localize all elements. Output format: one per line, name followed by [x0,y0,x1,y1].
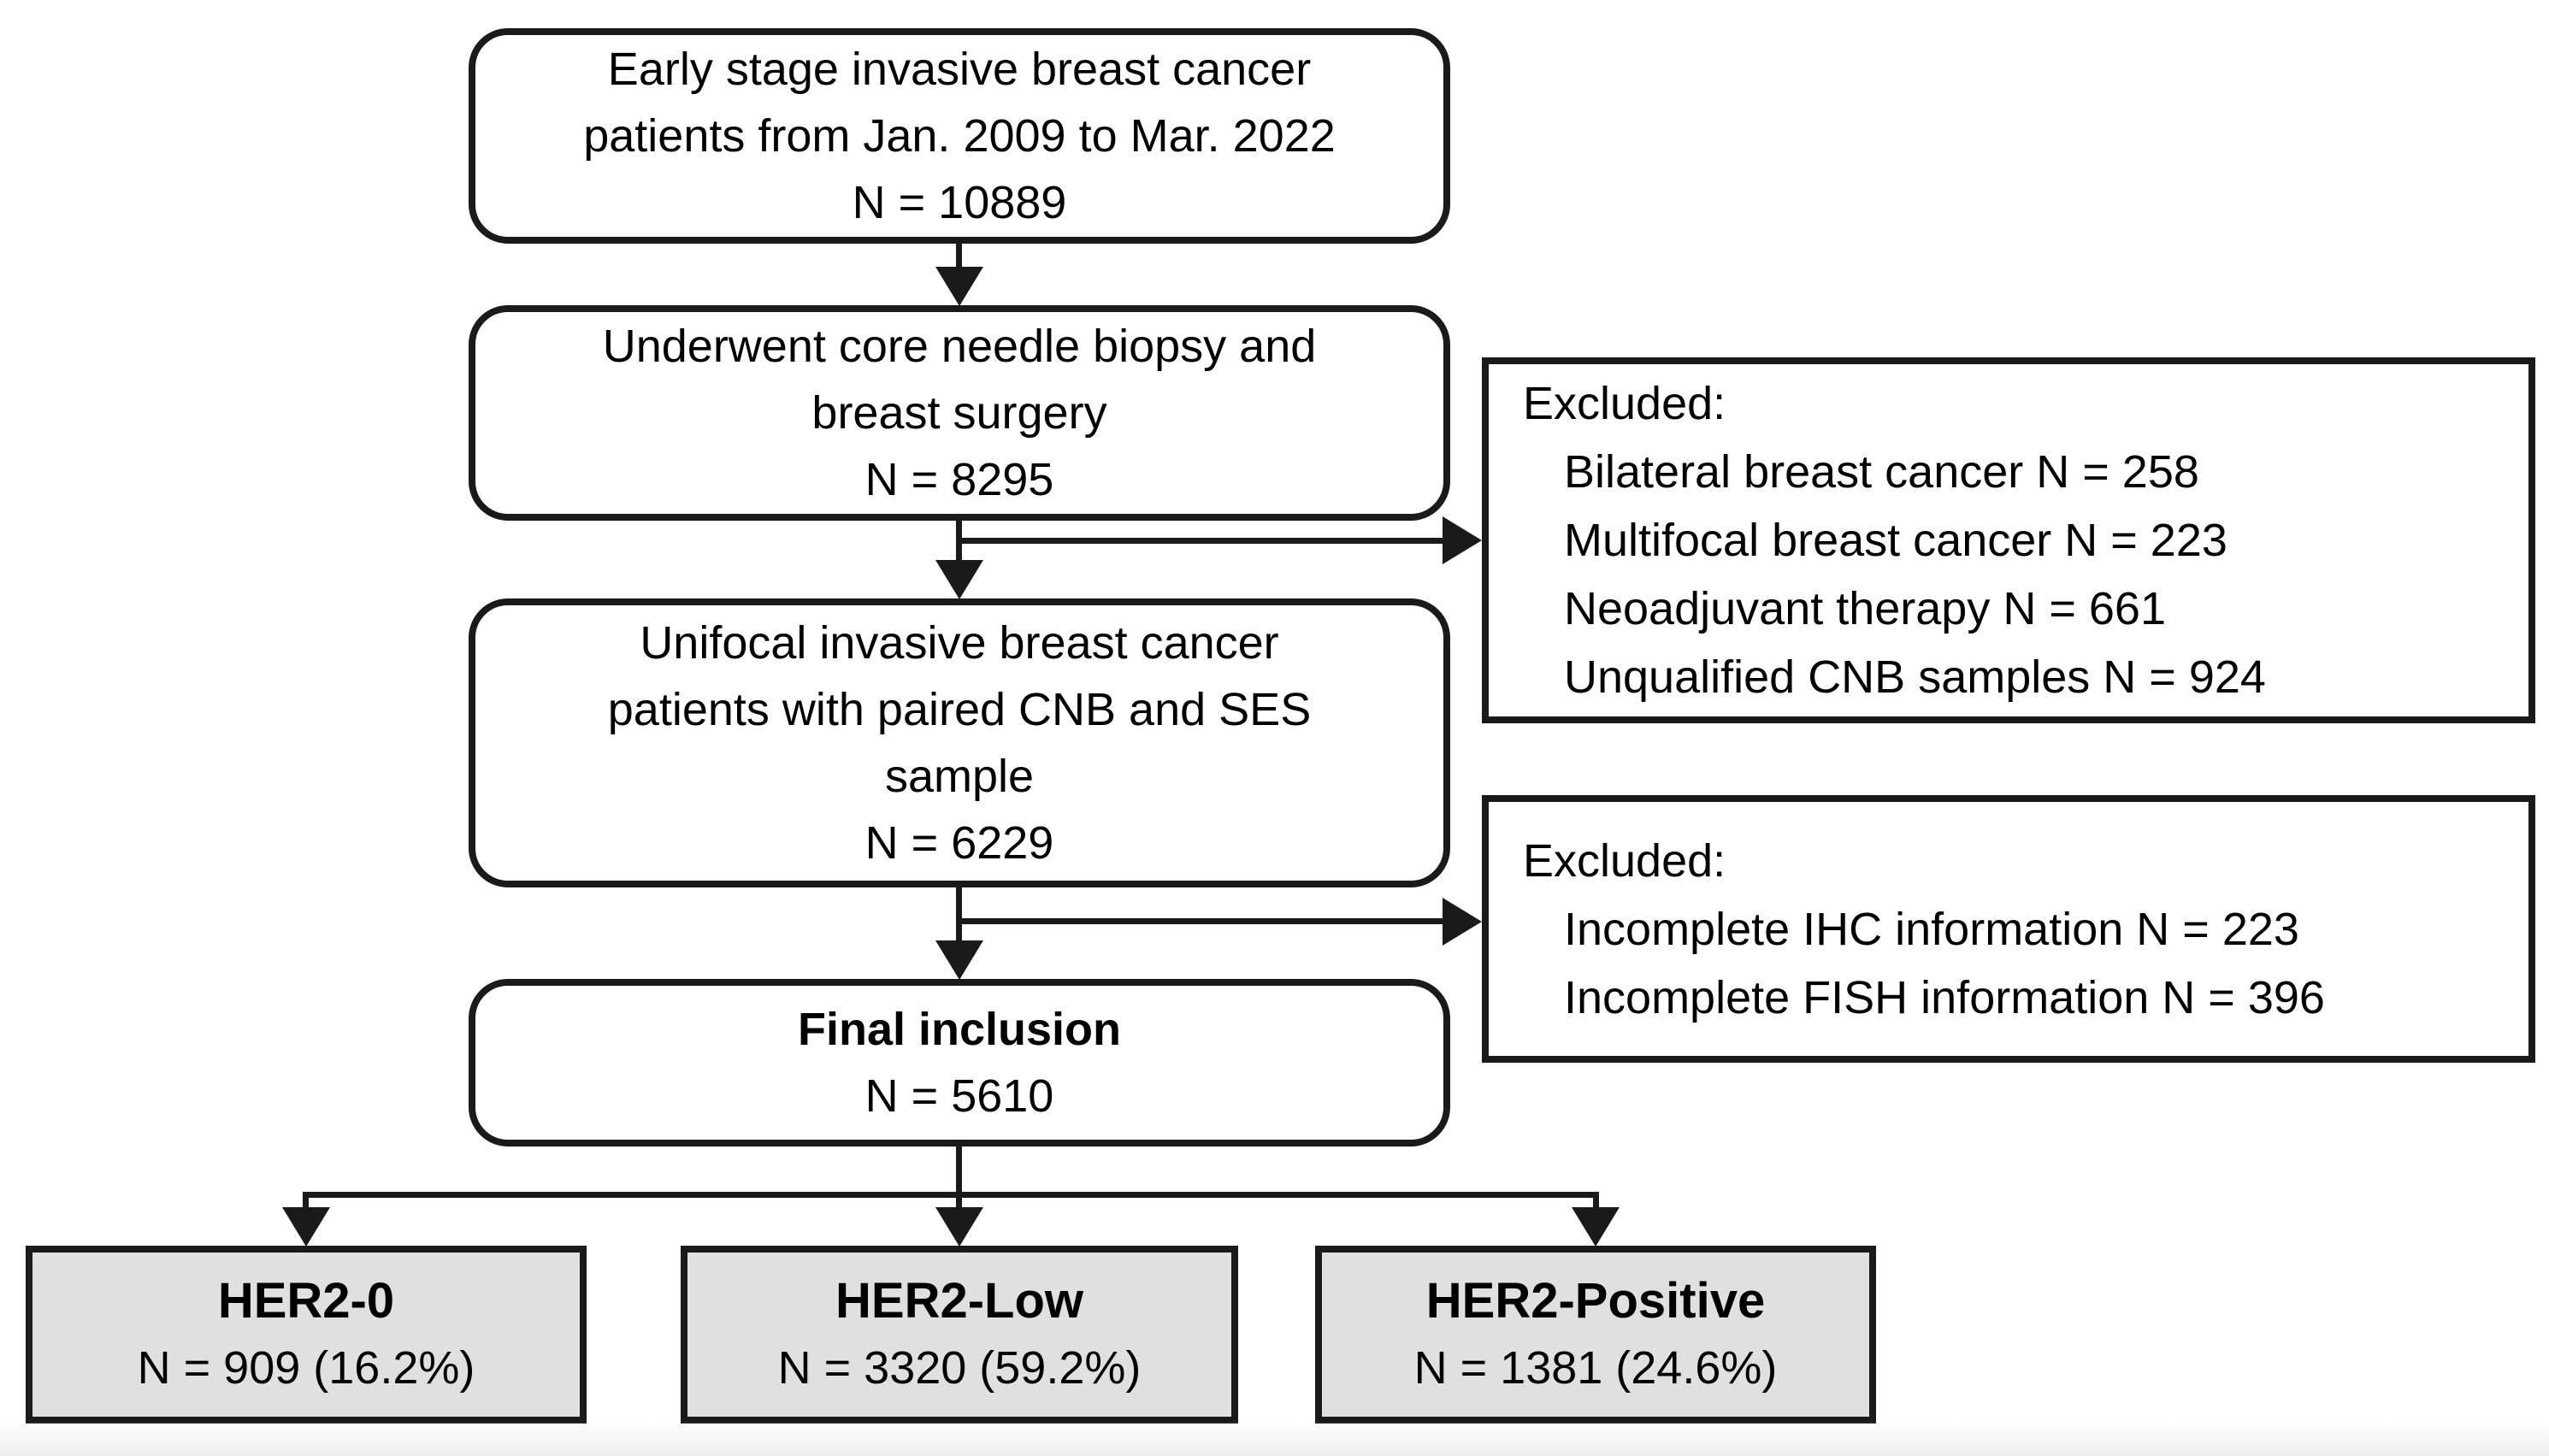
node-her2-low: HER2-Low N = 3320 (59.2%) [681,1246,1238,1424]
node-count: N = 8295 [864,454,1054,505]
node-unifocal: Unifocal invasive breast cancer patients… [469,598,1450,887]
excluded-item: Bilateral breast cancer N = 258 [1564,446,2199,498]
arrowhead-down-icon [935,267,983,306]
arrowhead-down-icon [935,1207,983,1247]
node-cnb-surgery: Underwent core needle biopsy and breast … [469,305,1450,521]
node-her2-0: HER2-0 N = 909 (16.2%) [26,1246,587,1424]
excluded-item: Multifocal breast cancer N = 223 [1564,515,2227,566]
connector-split-mid [956,1195,962,1211]
connector-initial-to-cnb [956,240,962,271]
arrowhead-down-icon [935,940,983,980]
connector-split-left [303,1195,309,1211]
node-excluded-1: Excluded: Bilateral breast cancer N = 25… [1482,357,2535,723]
arrowhead-down-icon [282,1207,330,1247]
connector-unifocal-to-final [956,886,962,944]
arrowhead-down-icon [935,560,983,599]
node-title: HER2-Positive [1425,1273,1766,1329]
excluded-item: Incomplete FISH information N = 396 [1564,971,2325,1023]
node-initial-cohort: Early stage invasive breast cancer patie… [469,28,1450,244]
excluded-item: Neoadjuvant therapy N = 661 [1564,583,2166,634]
node-text-line: breast surgery [811,387,1107,439]
node-count: N = 909 (16.2%) [137,1342,475,1394]
excluded-heading: Excluded: [1523,378,1726,429]
node-text-line: Unifocal invasive breast cancer [640,617,1279,669]
node-final-inclusion: Final inclusion N = 5610 [469,979,1450,1147]
node-text-line: sample [884,751,1035,802]
arrowhead-right-icon [1443,898,1482,946]
node-excluded-2: Excluded: Incomplete IHC information N =… [1482,795,2535,1063]
node-title: HER2-Low [835,1273,1083,1329]
node-text-line: patients with paired CNB and SES [607,684,1312,735]
arrowhead-down-icon [1572,1207,1620,1247]
node-her2-positive: HER2-Positive N = 1381 (24.6%) [1315,1246,1876,1424]
connector-branch-excluded1 [959,538,1443,544]
excluded-item: Unqualified CNB samples N = 924 [1564,651,2266,703]
node-text-line: patients from Jan. 2009 to Mar. 2022 [583,110,1336,162]
excluded-heading: Excluded: [1523,834,1726,887]
node-title: Final inclusion [797,1004,1122,1055]
connector-split-right [1593,1195,1599,1211]
excluded-item: Incomplete IHC information N = 223 [1564,903,2299,955]
page-edge-shade [0,1421,2549,1456]
node-text-line: Underwent core needle biopsy and [602,321,1317,372]
connector-final-to-split [956,1145,962,1196]
connector-branch-excluded2 [959,918,1443,924]
connector-split-bar [303,1192,1599,1198]
node-title: HER2-0 [217,1273,395,1329]
node-count: N = 10889 [852,177,1067,228]
arrowhead-right-icon [1443,516,1482,564]
node-count: N = 6229 [864,817,1054,869]
node-count: N = 1381 (24.6%) [1413,1342,1778,1394]
node-count: N = 3320 (59.2%) [777,1342,1142,1394]
node-count: N = 5610 [864,1070,1054,1122]
node-text-line: Early stage invasive breast cancer [607,44,1312,95]
